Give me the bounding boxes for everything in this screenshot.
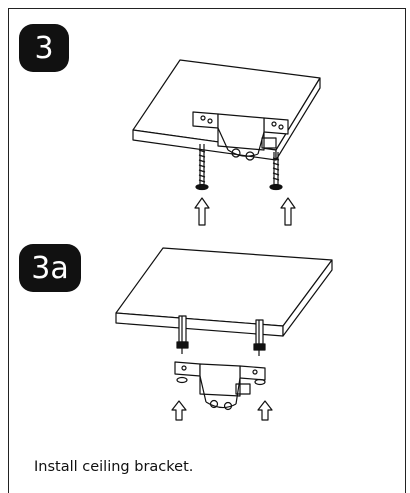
instruction-panel xyxy=(8,8,406,493)
ceiling-bracket-icon xyxy=(174,361,266,411)
arrow-up-icon xyxy=(171,400,187,421)
step-number-badge: 3 xyxy=(19,24,69,72)
instruction-caption: Install ceiling bracket. xyxy=(34,459,194,475)
step-number-label: 3 xyxy=(34,30,54,66)
screw-anchor-icon xyxy=(176,315,189,354)
arrow-up-icon xyxy=(194,197,210,226)
arrow-up-icon xyxy=(280,197,296,226)
screw-anchor-icon xyxy=(253,319,266,356)
step-number-badge: 3a xyxy=(19,244,81,292)
ceiling-bracket-icon xyxy=(192,111,289,161)
step-number-label: 3a xyxy=(31,250,69,286)
screw-anchor-icon xyxy=(269,152,283,191)
arrow-up-icon xyxy=(257,400,273,421)
ceiling-panel-icon xyxy=(115,247,333,337)
screw-anchor-icon xyxy=(195,144,209,191)
